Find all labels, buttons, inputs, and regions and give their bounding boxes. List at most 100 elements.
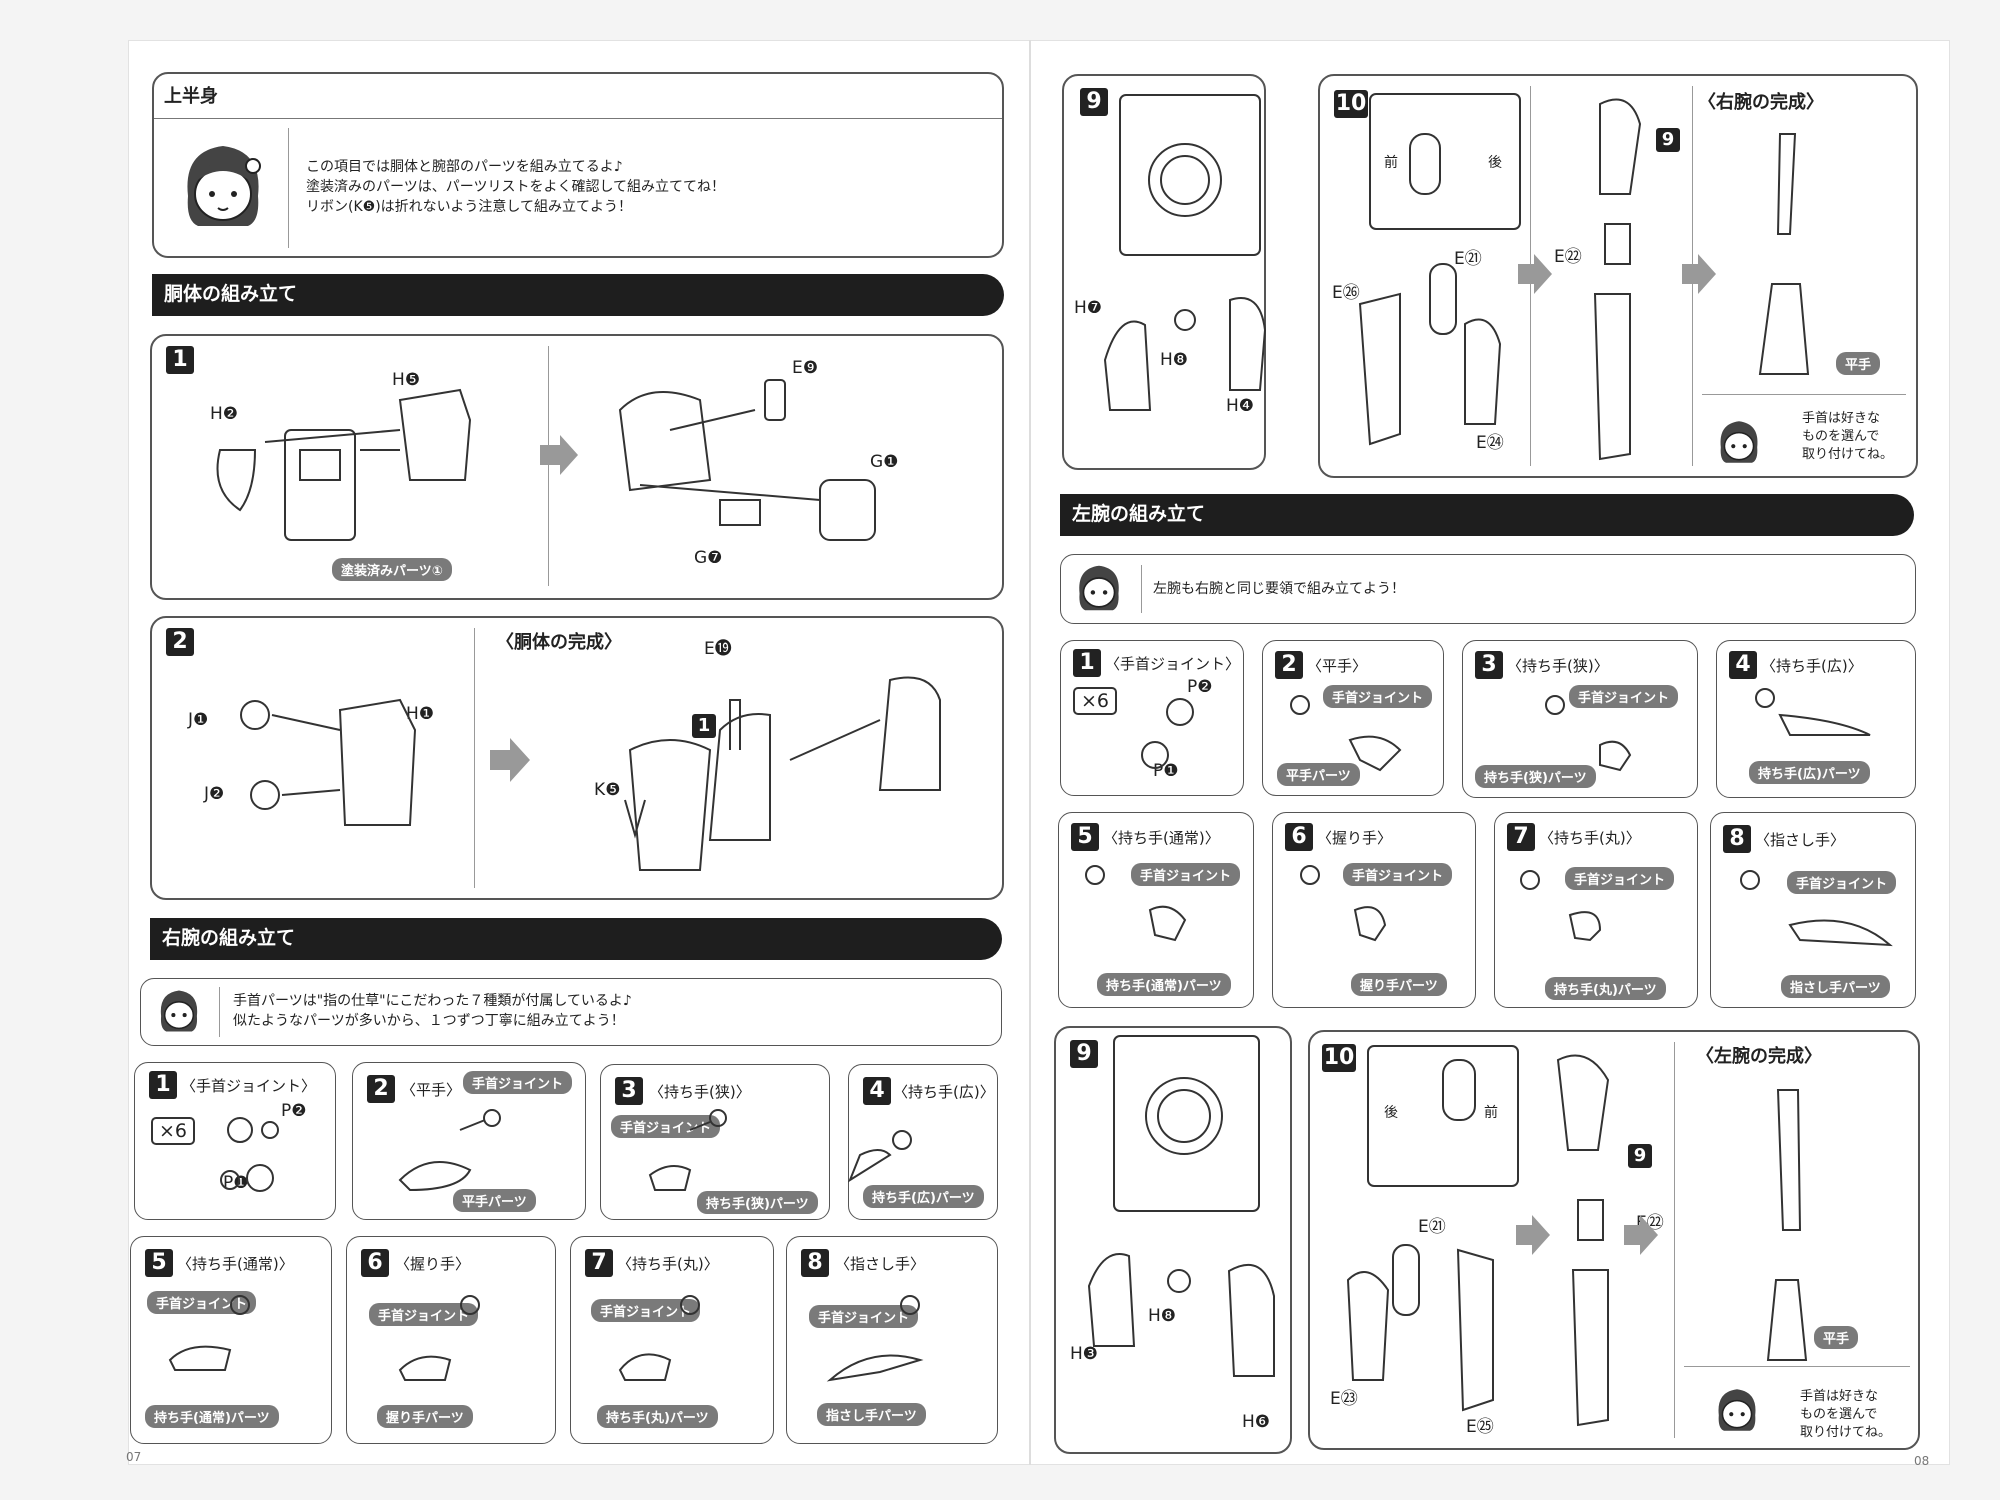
flat-hand-badge: 平手: [1814, 1326, 1859, 1349]
torso-step2-illustration: [240, 676, 941, 871]
wrist-joint-badge: 手首ジョイント: [463, 1071, 573, 1094]
label-h1: H❶: [406, 704, 435, 724]
intro-line-3: リボン(K❺)は折れないよう注意して組み立てよう！: [306, 199, 632, 215]
step-number: 6: [361, 1249, 389, 1277]
wrist-joint-badge: 手首ジョイント: [1323, 685, 1433, 708]
step-subtitle: 〈握り手〉: [1317, 829, 1393, 847]
part-badge: 持ち手(狭)パーツ: [1475, 765, 1596, 788]
label-e19: E⓳: [704, 639, 732, 659]
right-arm-step-7: 7 〈持ち手(丸)〉 手首ジョイント 持ち手(丸)パーツ: [570, 1236, 774, 1444]
label-h6: H❻: [1242, 1412, 1271, 1432]
right-arm-complete-title: 〈右腕の完成〉: [1698, 92, 1824, 113]
left-arm-step-6: 6 〈握り手〉 手首ジョイント 握り手パーツ: [1272, 812, 1476, 1008]
ref-step-1: 1: [692, 714, 716, 738]
step-subtitle: 〈持ち手(丸)〉: [1539, 829, 1641, 847]
step-number: 6: [1285, 823, 1313, 851]
step-number: 4: [1729, 651, 1757, 679]
part-badge: 持ち手(広)パーツ: [1749, 761, 1870, 784]
left-arm-note-box: 左腕も右腕と同じ要領で組み立てよう！: [1060, 554, 1916, 624]
page-number-left: 07: [126, 1450, 142, 1464]
step-number: 2: [166, 628, 194, 656]
step-subtitle: 〈持ち手(丸)〉: [617, 1255, 719, 1273]
left-arm-note: 左腕も右腕と同じ要領で組み立てよう！: [1153, 581, 1405, 597]
wrist-note-2: ものを選んで: [1802, 429, 1880, 444]
left-arm-step-2: 2 〈平手〉 手首ジョイント 平手パーツ: [1262, 640, 1444, 796]
wrist-joint-badge: 手首ジョイント: [1131, 863, 1241, 886]
part-badge: 持ち手(通常)パーツ: [145, 1405, 279, 1428]
step-subtitle: 〈指さし手〉: [1755, 831, 1846, 849]
step-number: 2: [367, 1075, 395, 1103]
left-arm-step-5: 5 〈持ち手(通常)〉 手首ジョイント 持ち手(通常)パーツ: [1058, 812, 1254, 1008]
right-arm-step-8: 8 〈指さし手〉 手首ジョイント 指さし手パーツ: [786, 1236, 998, 1444]
part-badge: 持ち手(通常)パーツ: [1097, 973, 1231, 996]
mascot-icon: [160, 990, 198, 1032]
step-subtitle: 〈持ち手(通常)〉: [1103, 829, 1220, 847]
wrist-joint-badge: 手首ジョイント: [1343, 863, 1453, 886]
part-badge: 平手パーツ: [1277, 763, 1360, 786]
torso-step-1: 1 H❺ H❷ E❾ G❶ G❼ 塗装済みパーツ①: [150, 334, 1004, 600]
torso-complete-title: 〈胴体の完成〉: [496, 632, 622, 653]
step-subtitle: 〈手首ジョイント〉: [181, 1077, 317, 1095]
wrist-joint-badge: 手首ジョイント: [611, 1115, 721, 1138]
label-h5: H❺: [392, 370, 421, 390]
ref-step-9: 9: [1628, 1144, 1652, 1168]
section-title-upper-body: 上半身: [164, 86, 218, 107]
step-number: 1: [1073, 649, 1101, 677]
quantity-x6: ×6: [151, 1117, 196, 1145]
right-arm-step-10: 10 前 後 E㉑ E㉖ E㉔ E㉒ 9 〈右腕の完成〉 平手 手首は好きな も…: [1318, 74, 1918, 478]
step-subtitle: 〈持ち手(狭)〉: [1507, 657, 1609, 675]
label-p2: P❷: [1187, 677, 1213, 697]
wrist-joint-badge: 手首ジョイント: [369, 1303, 479, 1326]
wrist-joint-badge: 手首ジョイント: [1787, 871, 1897, 894]
left-arm-step-1: 1 〈手首ジョイント〉 ×6 P❷ P❶: [1060, 640, 1244, 796]
wrist-joint-badge: 手首ジョイント: [147, 1291, 257, 1314]
label-p2: P❷: [281, 1101, 307, 1121]
right-arm-note-2: 似たようなパーツが多いから、１つずつ丁寧に組み立てよう！: [233, 1013, 625, 1029]
step-number: 8: [801, 1249, 829, 1277]
label-e25: E㉕: [1466, 1417, 1494, 1437]
right-arm-step-2: 2 〈平手〉 手首ジョイント 平手パーツ: [352, 1062, 586, 1220]
label-h2: H❷: [210, 404, 239, 424]
right-arm-step-9: 9 H❼ H❽ H❹: [1062, 74, 1266, 470]
label-front: 前: [1484, 1105, 1498, 1121]
right-arm-note-box: 手首パーツは"指の仕草"にこだわった７種類が付属しているよ♪ 似たようなパーツが…: [140, 978, 1002, 1046]
label-e9: E❾: [792, 358, 818, 378]
label-h8: H❽: [1160, 350, 1189, 370]
step-number: 4: [863, 1077, 891, 1105]
wrist-joint-badge: 手首ジョイント: [1565, 867, 1675, 890]
step-number: 8: [1723, 825, 1751, 853]
step-number: 2: [1275, 651, 1303, 679]
section-bar-left-arm: 左腕の組み立て: [1060, 494, 1914, 536]
left-arm-step10-illustration: [1346, 1045, 1808, 1427]
step-subtitle: 〈平手〉: [401, 1081, 462, 1099]
label-g7: G❼: [694, 548, 723, 568]
wrist-note-3: 取り付けてね。: [1802, 447, 1894, 462]
step-number: 10: [1322, 1044, 1356, 1072]
label-p1: P❶: [1153, 761, 1179, 781]
step-number: 3: [1475, 651, 1503, 679]
section-bar-torso: 胴体の組み立て: [152, 274, 1004, 316]
left-arm-complete-title: 〈左腕の完成〉: [1696, 1046, 1822, 1067]
step-number: 1: [149, 1071, 177, 1099]
part-badge: 握り手パーツ: [377, 1405, 473, 1428]
right-arm-note-1: 手首パーツは"指の仕草"にこだわった７種類が付属しているよ♪: [233, 993, 632, 1009]
part-badge: 持ち手(丸)パーツ: [597, 1405, 718, 1428]
label-back: 後: [1488, 155, 1502, 171]
step-number: 9: [1080, 88, 1108, 116]
part-badge: 持ち手(丸)パーツ: [1545, 977, 1666, 1000]
step-subtitle: 〈持ち手(広)〉: [893, 1083, 995, 1101]
label-e24: E㉔: [1476, 433, 1504, 453]
label-h4: H❹: [1226, 396, 1255, 416]
wrist-note-1: 手首は好きな: [1800, 1389, 1879, 1404]
wrist-joint-badge: 手首ジョイント: [809, 1305, 919, 1328]
wrist-joint-badge: 手首ジョイント: [591, 1299, 701, 1322]
part-badge: 指さし手パーツ: [817, 1403, 926, 1426]
part-badge: 平手パーツ: [453, 1189, 536, 1212]
label-h8: H❽: [1148, 1306, 1177, 1326]
part-badge: 握り手パーツ: [1351, 973, 1447, 996]
label-h3: H❸: [1070, 1344, 1099, 1364]
label-back: 後: [1384, 1105, 1398, 1121]
ref-step-9: 9: [1656, 128, 1680, 152]
quantity-x6: ×6: [1073, 687, 1118, 715]
section-bar-right-arm: 右腕の組み立て: [150, 918, 1002, 960]
